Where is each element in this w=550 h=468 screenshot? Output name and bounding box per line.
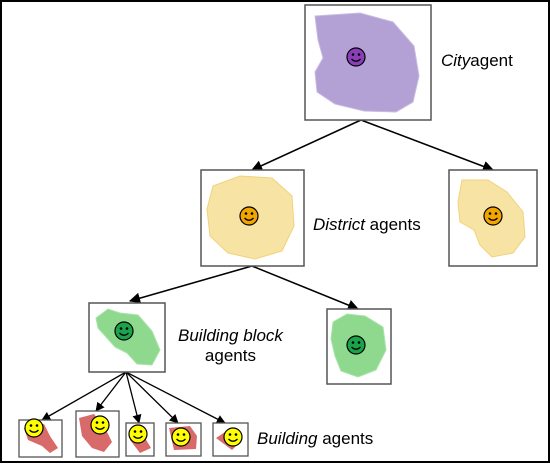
arrow-icon — [128, 265, 253, 304]
city-agent-label: Cityagent — [441, 51, 513, 71]
arrow-icon — [251, 265, 360, 311]
building-agent-node-3 — [125, 422, 155, 457]
arrow-icon — [41, 371, 127, 421]
smiley-icon — [24, 418, 44, 438]
block-label-italic: Building block — [178, 326, 283, 345]
building-agent-node-4 — [165, 422, 202, 457]
arrow-icon — [95, 371, 127, 412]
arrow-icon — [125, 371, 179, 424]
city-label-italic: City — [441, 51, 471, 70]
building-block-agent-node-2 — [326, 308, 392, 385]
building-block-agent-node-1 — [88, 302, 166, 373]
smiley-icon — [346, 47, 366, 67]
building-label-italic: Building — [257, 429, 318, 448]
smiley-icon — [90, 415, 110, 435]
connectors — [41, 119, 495, 424]
smiley-icon — [346, 335, 366, 355]
arrow-icon — [250, 119, 362, 171]
district-agents-label: District agents — [313, 215, 421, 235]
district-agent-node-2 — [448, 169, 538, 267]
building-agent-node-5 — [212, 422, 249, 457]
smiley-icon — [171, 427, 191, 447]
arrow-icon — [125, 371, 142, 424]
smiley-icon — [128, 424, 148, 444]
building-agent-node-1 — [18, 418, 63, 458]
smiley-icon — [483, 206, 503, 226]
block-label-line2: agents — [204, 346, 256, 365]
city-label-rest: agent — [470, 51, 513, 70]
smiley-icon — [223, 427, 243, 447]
building-agents-label: Building agents — [257, 429, 373, 449]
arrow-icon — [360, 119, 495, 172]
building-agent-node-2 — [75, 410, 120, 458]
city-agent-node — [304, 4, 432, 121]
district-agent-node-1 — [200, 169, 305, 267]
building-block-agents-label: Building block agents — [178, 326, 283, 366]
district-label-rest: agents — [364, 215, 421, 234]
district-label-italic: District — [313, 215, 365, 234]
smiley-icon — [114, 321, 134, 341]
building-label-rest: agents — [317, 429, 374, 448]
arrow-icon — [125, 371, 226, 424]
smiley-icon — [239, 206, 259, 226]
